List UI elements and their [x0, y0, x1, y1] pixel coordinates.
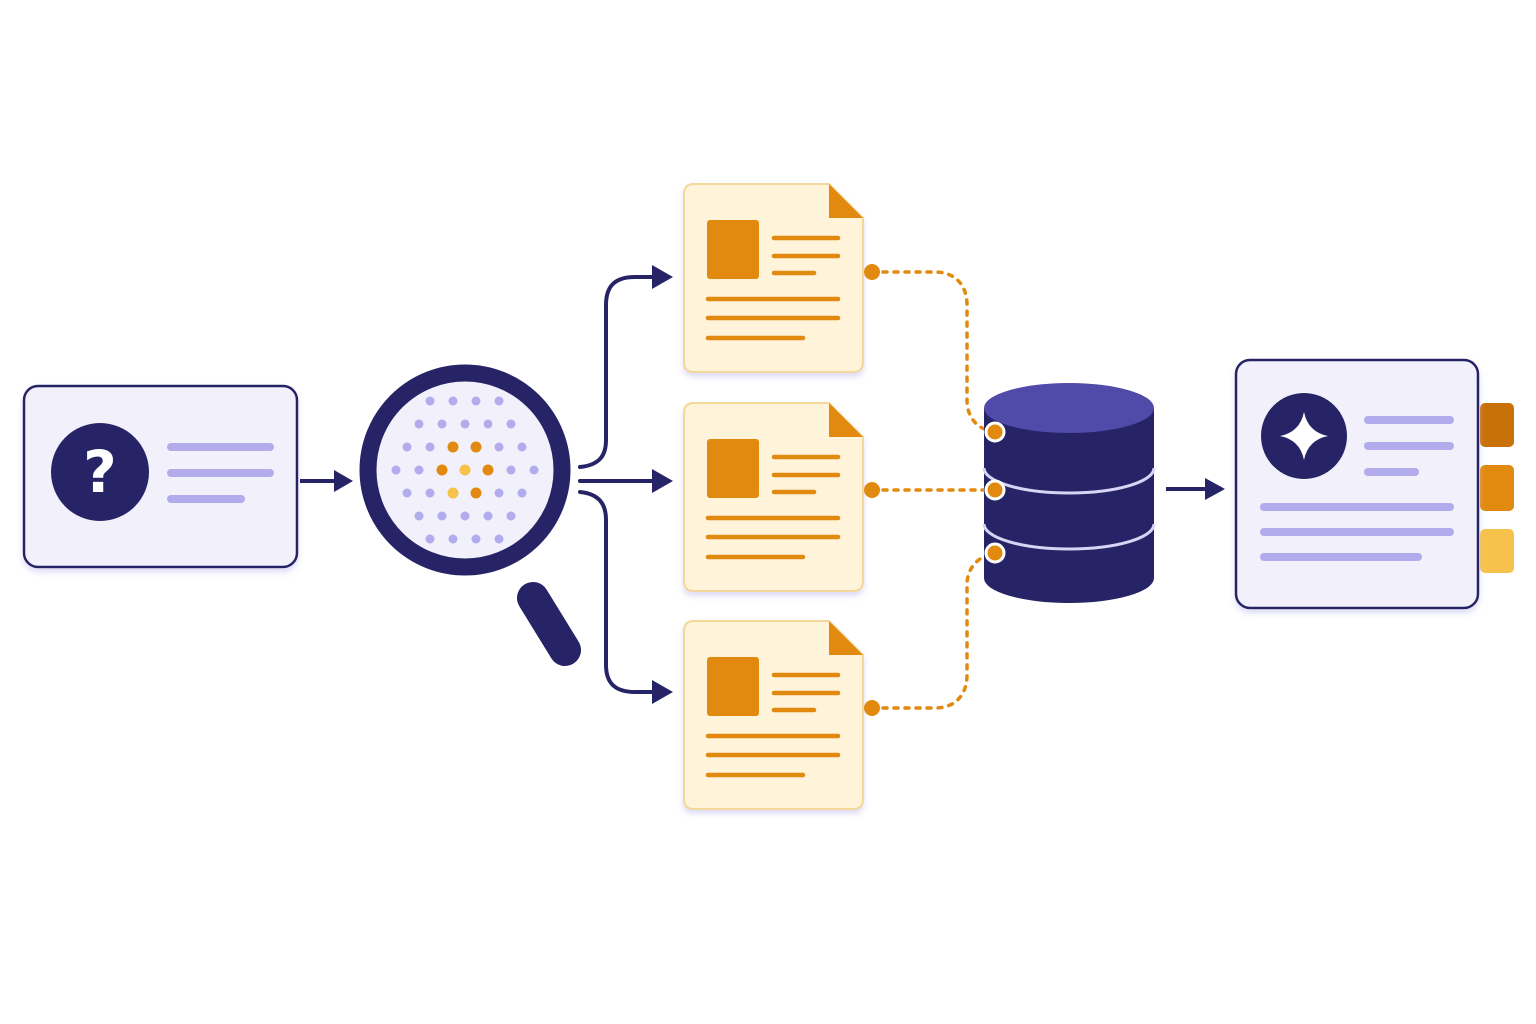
embedding-dot — [506, 465, 516, 475]
embedding-dot — [402, 442, 412, 452]
arrow-to-document-1 — [578, 275, 656, 469]
connector-endpoints — [864, 264, 880, 716]
embedding-dot — [517, 442, 527, 452]
document-thumbnail — [707, 657, 759, 716]
database-icon — [982, 383, 1156, 603]
question-mark-glyph: ? — [83, 438, 117, 506]
magnifier-ring — [359, 364, 571, 576]
embedding-dot — [494, 534, 504, 544]
embedding-dot — [437, 511, 447, 521]
document-icon — [683, 183, 864, 373]
answer-card — [1234, 358, 1514, 610]
embedding-dot — [482, 464, 494, 476]
embedding-dot — [425, 488, 435, 498]
branch-arrows — [578, 275, 656, 694]
embedding-dot — [459, 464, 471, 476]
document-thumbnail — [707, 220, 759, 279]
arrow-to-document-3 — [578, 490, 656, 694]
document-thumbnail — [707, 439, 759, 498]
embedding-dot — [470, 487, 482, 499]
embedding-dot — [506, 511, 516, 521]
embedding-dot — [447, 487, 459, 499]
embedding-dot — [471, 396, 481, 406]
embedding-dot — [517, 488, 527, 498]
sparkle-glyph — [1280, 412, 1328, 460]
source-tab-orange-dark — [1480, 403, 1514, 447]
magnifier-icon — [359, 364, 581, 666]
embedding-dot — [391, 465, 401, 475]
embedding-dot — [402, 488, 412, 498]
dotted-connectors — [870, 270, 997, 710]
embedding-dot — [437, 419, 447, 429]
embedding-dot — [529, 465, 539, 475]
database-connection-points — [984, 421, 1006, 564]
embedding-dot — [470, 441, 482, 453]
question-mark-icon — [51, 423, 149, 521]
embedding-dot — [494, 442, 504, 452]
document-icon — [683, 402, 864, 592]
embedding-dot — [447, 441, 459, 453]
embedding-dot — [425, 534, 435, 544]
embedding-dot — [425, 396, 435, 406]
embedding-dot — [414, 419, 424, 429]
embedding-dot — [494, 488, 504, 498]
embedding-dot — [436, 464, 448, 476]
embedding-dot — [494, 396, 504, 406]
source-tab-yellow — [1480, 529, 1514, 573]
connector-document-3 — [870, 551, 997, 710]
embedding-dots — [391, 396, 539, 544]
magnifier-handle — [517, 582, 581, 666]
document-icon — [683, 620, 864, 810]
arrow-query-to-search — [300, 470, 353, 492]
embedding-dot — [460, 419, 470, 429]
embedding-dot — [483, 419, 493, 429]
embedding-dot — [448, 534, 458, 544]
embedding-dot — [448, 396, 458, 406]
embedding-dot — [471, 534, 481, 544]
embedding-dot — [483, 511, 493, 521]
embedding-dot — [414, 465, 424, 475]
connector-document-1 — [870, 270, 997, 434]
embedding-dot — [425, 442, 435, 452]
source-tab-orange — [1480, 465, 1514, 511]
embedding-dot — [460, 511, 470, 521]
embedding-dot — [414, 511, 424, 521]
retrieved-documents — [683, 183, 864, 810]
embedding-dot — [506, 419, 516, 429]
query-card: ? — [22, 384, 299, 569]
arrow-database-to-answer — [1166, 478, 1225, 500]
branch-arrowheads — [652, 265, 673, 704]
